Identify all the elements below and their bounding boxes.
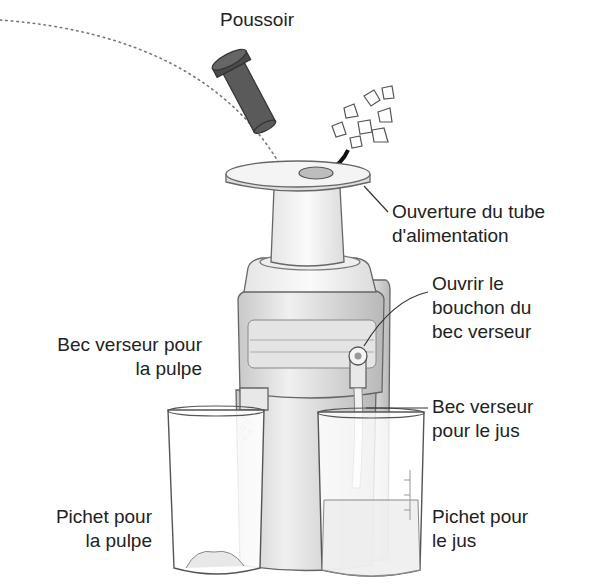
leader-line xyxy=(364,292,428,346)
pitcher-rim xyxy=(168,406,264,416)
part-label: Ouvrir le bouchon du bec verseur xyxy=(432,272,550,343)
dotted-path xyxy=(0,20,282,168)
scale-marks xyxy=(404,470,410,520)
food-pieces xyxy=(332,86,394,148)
part-label: Bec verseur pour le jus xyxy=(432,395,556,443)
part-label: Ouverture du tube d'alimentation xyxy=(392,200,557,248)
pulp-pitcher xyxy=(168,410,264,574)
lid xyxy=(226,161,370,187)
bowl xyxy=(238,290,384,398)
pulp-mass xyxy=(186,551,244,568)
leader-line xyxy=(364,186,388,212)
leader-line xyxy=(366,407,428,408)
strainer xyxy=(248,320,376,368)
spout-cap xyxy=(349,347,367,365)
part-label: Poussoir xyxy=(200,8,314,32)
pusher xyxy=(210,45,284,139)
juice-pitcher xyxy=(318,412,424,576)
part-label: Pichet pour le jus xyxy=(432,505,540,553)
feed-opening xyxy=(299,167,333,179)
part-label: Bec verseur pour la pulpe xyxy=(44,333,202,381)
pitcher-rim xyxy=(318,408,424,418)
part-label: Pichet pour la pulpe xyxy=(44,505,152,553)
feed-tube xyxy=(271,188,344,266)
cap-knob xyxy=(355,353,362,360)
juice-level xyxy=(322,500,420,576)
